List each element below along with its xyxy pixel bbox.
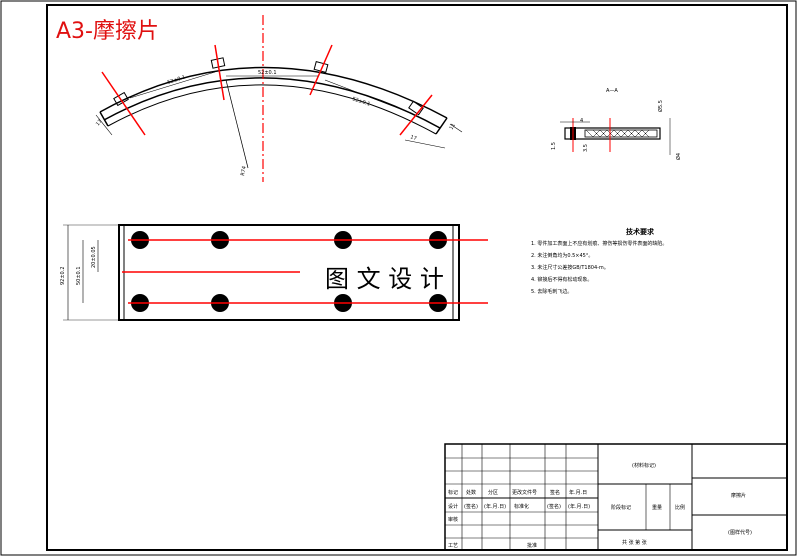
tech-requirements: 技术要求 1. 零件加工表面上不应有划痕、擦伤等损伤零件表面的缺陷。 2. 未注…	[531, 227, 667, 295]
arc-centerline-1	[101, 71, 146, 136]
plan-outline	[118, 224, 460, 321]
plan-dim-offset: 20±0.05	[91, 246, 97, 268]
arc-end-right	[435, 117, 448, 135]
plan-view: 92±0.2 50±0.1 20±0.05	[60, 224, 488, 321]
arc-inner-edge	[103, 77, 441, 129]
arc-rivet-4	[408, 100, 424, 116]
tb-drawing-no: (图样代号)	[728, 529, 752, 536]
section-dim-3: 3.5	[583, 144, 589, 152]
section-view: A—A 1.5 4 3.5 Ø5.5 Ø4	[551, 88, 682, 160]
arc-view: 52±0.1 52±0.1 52±0.1 17 17 11 R74	[95, 15, 463, 182]
tb-weight: 重量	[652, 504, 662, 511]
arc-end-left	[99, 111, 109, 127]
dim-chord-left-line	[129, 71, 216, 99]
arc-centerline-2	[214, 44, 225, 101]
section-dim-1: 1.5	[551, 142, 557, 150]
section-dim-4: Ø5.5	[657, 100, 664, 112]
arc-centerline-4	[399, 94, 433, 136]
dim-end-left: 17	[95, 119, 104, 128]
dim-end-left-line	[95, 114, 113, 136]
tech-req-item-5: 5. 去除毛刺飞边。	[531, 288, 572, 295]
tb-part-name: 摩擦片	[731, 492, 746, 499]
plan-dim-overall: 92±0.2	[60, 266, 66, 285]
tb-material: (材料标记)	[632, 462, 656, 469]
tb-standard: 标准化	[514, 503, 529, 510]
dim-radius: R74	[240, 166, 248, 177]
tb-label-count: 处数	[466, 489, 476, 496]
tb-label-mark: 标记	[448, 489, 458, 496]
tb-sheets: 共 张 第 张	[622, 539, 647, 546]
watermark: 图 文 设 计	[325, 265, 444, 293]
tech-req-item-1: 1. 零件加工表面上不应有划痕、擦伤等损伤零件表面的缺陷。	[531, 240, 667, 247]
tech-req-title: 技术要求	[626, 227, 655, 236]
tb-label-date: 年.月.日	[569, 489, 587, 496]
tb-design-date: (年.月.日)	[484, 503, 506, 510]
dim-chord-right: 52±0.1	[351, 96, 370, 107]
sheet-title: A3-摩擦片	[56, 19, 159, 44]
arc-centerline-3	[309, 44, 333, 96]
plan-dim-spacing: 50±0.1	[76, 266, 82, 285]
dim-chord-mid: 52±0.1	[258, 70, 277, 76]
section-dim-2: 4	[580, 118, 583, 124]
tb-label-change: 更改文件号	[512, 489, 537, 496]
section-dim-5: Ø4	[675, 153, 682, 160]
tb-label-sign: 签名	[550, 489, 560, 496]
tech-req-item-4: 4. 铆接后不得有松动现象。	[531, 276, 592, 283]
dim-chord-left: 52±0.1	[167, 74, 186, 85]
arc-inner-edge-2	[107, 84, 437, 135]
section-lining	[584, 129, 658, 138]
tb-design: 设计	[448, 503, 458, 510]
dim-end-right: 17	[409, 134, 417, 142]
title-block-border	[444, 443, 788, 551]
section-plate	[564, 127, 661, 140]
drawing-frame	[46, 4, 788, 551]
tb-design-sign: (签名)	[464, 503, 478, 510]
tb-label-zone: 分区	[488, 489, 498, 496]
tb-approve: 批准	[527, 542, 537, 549]
dim-end-right-line	[404, 139, 446, 149]
dim-chord-right-line	[324, 79, 409, 113]
radius-line	[225, 79, 249, 169]
tb-stage: 阶段标记	[611, 504, 631, 511]
tech-req-item-3: 3. 未注尺寸公差按GB/T1804-m。	[531, 264, 609, 271]
tb-process: 工艺	[448, 543, 458, 549]
tb-standard-date: (年.月.日)	[568, 503, 590, 510]
tech-req-item-2: 2. 未注倒角均为0.5×45°。	[531, 252, 593, 259]
tb-review: 审核	[448, 516, 458, 523]
section-label: A—A	[606, 88, 618, 94]
dim-end-right-small: 11	[449, 122, 457, 131]
dim-end-right-small-line	[449, 123, 463, 133]
arc-outer-edge	[99, 66, 448, 119]
tb-standard-sign: (签名)	[547, 503, 561, 510]
title-block: (材料标记) 摩擦片 (图样代号) 标记 处数 分区 更改文件号 签名 年.月.…	[444, 443, 788, 551]
tb-scale: 比例	[675, 504, 685, 511]
